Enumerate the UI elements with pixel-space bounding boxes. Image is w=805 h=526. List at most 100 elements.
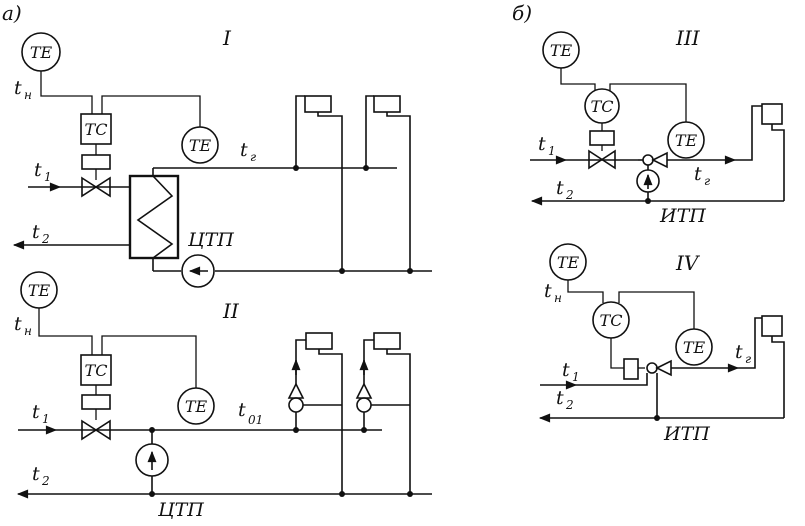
svg-text:ТЕ: ТЕ: [189, 136, 212, 155]
svg-text:ТЕ: ТЕ: [550, 41, 573, 60]
svg-text:t: t: [34, 159, 42, 181]
t01-label-II: t 01: [238, 399, 263, 427]
tc-controller-I: ТС: [80, 113, 112, 145]
ctp-label-I: ЦТП: [187, 229, 234, 251]
scheme-I-label: I: [222, 26, 232, 50]
actuator-II: [81, 394, 111, 410]
svg-text:ТС: ТС: [600, 311, 623, 330]
svg-text:t: t: [556, 177, 564, 199]
svg-text:1: 1: [548, 144, 556, 158]
mixing-valve-III: [638, 151, 668, 169]
scheme-II: II ТЕ t н ТС t 1 ТЕ: [14, 271, 432, 521]
control-valve-I: [81, 176, 111, 198]
svg-text:t: t: [32, 221, 40, 243]
scheme-III: III ТЕ ТС ТЕ t 1: [530, 26, 785, 227]
scheme-IV: IV ТЕ t н ТС ТЕ t г: [538, 243, 785, 445]
te-outdoor-sensor-II: ТЕ: [20, 271, 58, 309]
svg-text:t: t: [544, 280, 552, 302]
svg-text:1: 1: [572, 370, 580, 384]
t-n-label-I: t н: [14, 77, 32, 102]
heat-exchanger-I: [128, 168, 180, 271]
svg-text:ТС: ТС: [85, 361, 108, 380]
svg-text:н: н: [554, 291, 562, 305]
control-valve-II: [81, 419, 111, 441]
tg-label-I: t г: [240, 139, 256, 164]
svg-text:ТЕ: ТЕ: [675, 131, 698, 150]
svg-text:t: t: [694, 163, 702, 185]
svg-text:t: t: [32, 463, 40, 485]
radiator-I-1: [295, 95, 343, 271]
t1-label-I: t 1: [34, 159, 52, 184]
te-outdoor-sensor-IV: ТЕ: [549, 243, 587, 281]
tg-label-III: t г: [694, 163, 710, 188]
svg-text:t: t: [538, 133, 546, 155]
svg-text:ТЕ: ТЕ: [185, 397, 208, 416]
te-supply-sensor-II: ТЕ: [177, 387, 215, 425]
te-supply-sensor-III: ТЕ: [667, 121, 705, 159]
svg-text:н: н: [24, 324, 32, 338]
svg-text:1: 1: [44, 170, 52, 184]
svg-text:01: 01: [248, 413, 263, 427]
svg-text:t: t: [240, 139, 248, 161]
svg-text:t: t: [238, 399, 246, 421]
svg-text:t: t: [562, 359, 570, 381]
itp-label-IV: ИТП: [663, 423, 710, 445]
svg-text:2: 2: [41, 232, 50, 246]
svg-text:ТЕ: ТЕ: [557, 253, 580, 272]
svg-text:2: 2: [41, 474, 50, 488]
radiator-III: [761, 103, 785, 201]
t-n-label-II: t н: [14, 313, 32, 338]
scheme-IV-label: IV: [675, 251, 701, 275]
te-outdoor-sensor-I: ТЕ: [21, 32, 61, 72]
tc-controller-IV: ТС: [592, 301, 630, 339]
control-valve-III: [588, 149, 616, 170]
svg-text:г: г: [745, 352, 751, 366]
ctp-label-II: ЦТП: [157, 499, 204, 521]
panel-label-a: а): [2, 1, 22, 25]
radiator-II-2: [355, 332, 411, 494]
actuator-I: [81, 154, 111, 170]
circulation-pump-I: [181, 254, 215, 288]
svg-text:2: 2: [565, 188, 574, 202]
svg-text:г: г: [250, 150, 256, 164]
actuator-III: [589, 130, 615, 146]
svg-text:t: t: [14, 77, 22, 99]
t1-label-II: t 1: [32, 401, 50, 426]
svg-text:ТЕ: ТЕ: [683, 338, 706, 357]
mixing-valve-IV: [646, 359, 672, 377]
t2-label-III: t 2: [556, 177, 574, 202]
svg-text:t: t: [32, 401, 40, 423]
actuator-IV: [623, 358, 639, 380]
svg-text:ТС: ТС: [85, 120, 108, 139]
te-supply-sensor-I: ТЕ: [181, 126, 219, 164]
radiator-I-2: [365, 95, 411, 271]
t2-label-IV: t 2: [556, 387, 574, 412]
radiator-II-1: [287, 332, 343, 494]
svg-text:н: н: [24, 88, 32, 102]
te-outdoor-sensor-III: ТЕ: [542, 31, 580, 69]
tg-label-IV: t г: [735, 341, 751, 366]
t2-label-II: t 2: [32, 463, 50, 488]
radiator-IV: [761, 315, 785, 418]
scheme-I: I ТЕ t н ТС t 1 t 2: [12, 26, 432, 288]
svg-text:ТС: ТС: [591, 97, 614, 116]
panel-label-b: б): [512, 1, 532, 25]
svg-text:1: 1: [42, 412, 50, 426]
t-n-label-IV: t н: [544, 280, 562, 305]
svg-text:t: t: [556, 387, 564, 409]
scheme-III-label: III: [675, 26, 701, 50]
itp-label-III: ИТП: [659, 205, 706, 227]
t2-label-I: t 2: [32, 221, 50, 246]
svg-text:г: г: [704, 174, 710, 188]
te-supply-sensor-IV: ТЕ: [675, 328, 713, 366]
svg-text:2: 2: [565, 398, 574, 412]
svg-text:ТЕ: ТЕ: [30, 43, 53, 62]
scheme-II-label: II: [222, 299, 240, 323]
t1-label-IV: t 1: [562, 359, 580, 384]
svg-text:t: t: [735, 341, 743, 363]
svg-text:ТЕ: ТЕ: [28, 281, 51, 300]
svg-text:t: t: [14, 313, 22, 335]
tc-controller-II: ТС: [80, 354, 112, 386]
mixing-pump-III: [636, 169, 660, 193]
